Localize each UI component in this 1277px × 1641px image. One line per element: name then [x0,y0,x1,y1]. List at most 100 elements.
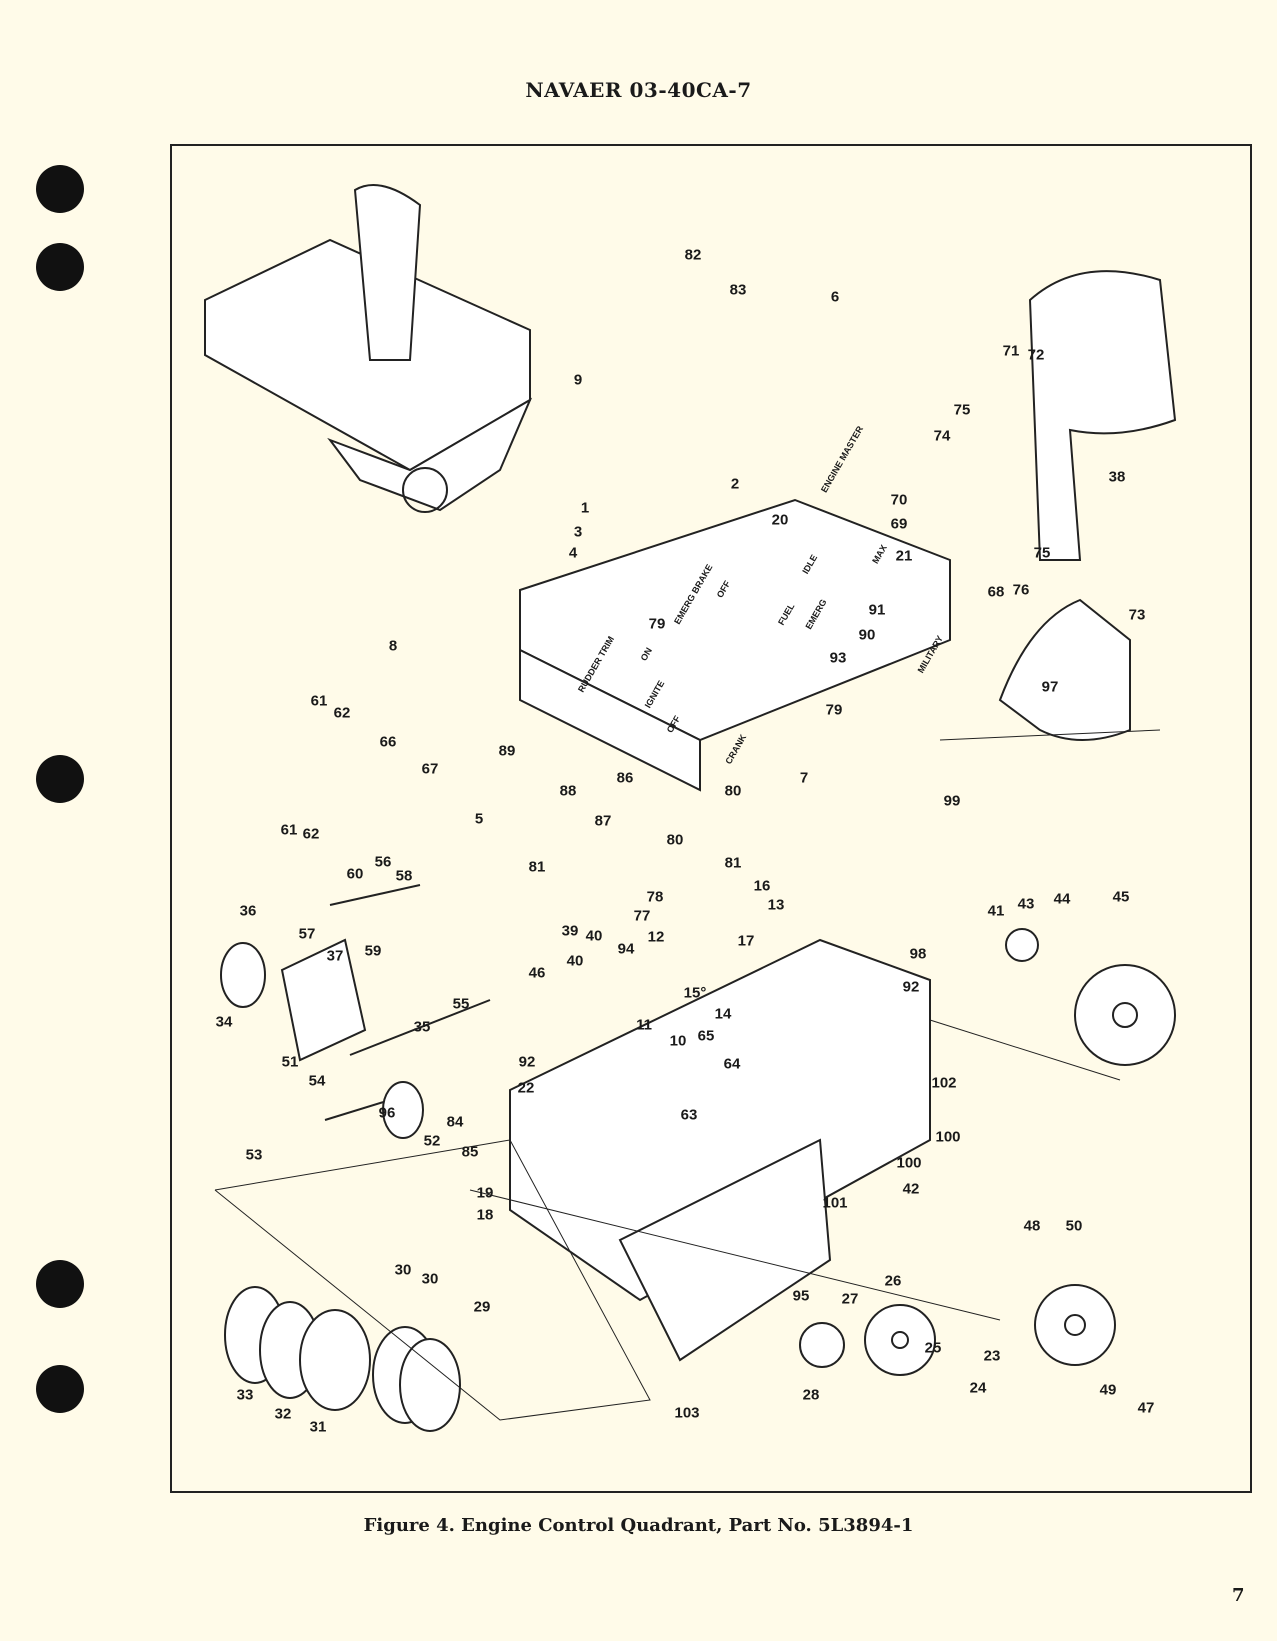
callout-1: 1 [580,499,590,517]
callout-32: 32 [274,1405,292,1423]
callout-14: 14 [714,1005,732,1023]
callout-40: 40 [566,952,584,970]
callout-48: 48 [1023,1217,1041,1235]
callout-62: 62 [333,704,351,722]
callout-92: 92 [902,978,920,996]
callout-95: 95 [792,1287,810,1305]
main-housing [509,938,931,1302]
callout-72: 72 [1027,346,1045,364]
callout-20: 20 [771,511,789,529]
figure-caption: Figure 4. Engine Control Quadrant, Part … [363,1515,914,1536]
callout-2: 2 [730,475,740,493]
callout-84: 84 [446,1113,464,1131]
assembled-quadrant-illustration [204,184,533,513]
callout-23: 23 [983,1347,1001,1365]
binder-hole [36,1260,84,1308]
callout-90: 90 [858,626,876,644]
callout-18: 18 [476,1206,494,1224]
binder-hole [36,1365,84,1413]
callout-41: 41 [987,902,1005,920]
callout-40: 40 [585,927,603,945]
callout-37: 37 [326,947,344,965]
callout-24: 24 [969,1379,987,1397]
callout-79: 79 [648,615,666,633]
callout-73: 73 [1128,606,1146,624]
callout-30: 30 [394,1261,412,1279]
page-number: 7 [1232,1585,1245,1606]
callout-35: 35 [413,1018,431,1036]
callout-66: 66 [379,733,397,751]
callout-75: 75 [953,401,971,419]
callout-83: 83 [729,281,747,299]
callout-81: 81 [528,858,546,876]
callout-103: 103 [674,1404,700,1422]
callout-17: 17 [737,932,755,950]
gear-45 [1074,964,1176,1066]
binder-hole [36,165,84,213]
callout-13: 13 [767,896,785,914]
callout-96: 96 [378,1104,396,1122]
callout-22: 22 [517,1079,535,1097]
callout-61: 61 [310,692,328,710]
callout-42: 42 [902,1180,920,1198]
callout-44: 44 [1053,890,1071,908]
callout-15-deg: 15° [683,984,707,1002]
callout-79: 79 [825,701,843,719]
binder-hole [36,755,84,803]
callout-82: 82 [684,246,702,264]
callout-77: 77 [633,907,651,925]
callout-25: 25 [924,1339,942,1357]
callout-26: 26 [884,1272,902,1290]
callout-47: 47 [1137,1399,1155,1417]
callout-51: 51 [281,1053,299,1071]
callout-6: 6 [830,288,840,306]
pulley-36 [220,942,266,1008]
callout-64: 64 [723,1055,741,1073]
callout-56: 56 [374,853,392,871]
callout-97: 97 [1041,678,1059,696]
callout-74: 74 [933,427,951,445]
callout-49: 49 [1099,1381,1117,1399]
callout-50: 50 [1065,1217,1083,1235]
callout-46: 46 [528,964,546,982]
callout-38: 38 [1108,468,1126,486]
callout-80: 80 [666,831,684,849]
callout-19: 19 [476,1184,494,1202]
callout-71: 71 [1002,342,1020,360]
callout-89: 89 [498,742,516,760]
callout-61: 61 [280,821,298,839]
callout-57: 57 [298,925,316,943]
callout-58: 58 [395,867,413,885]
callout-65: 65 [697,1027,715,1045]
callout-30: 30 [421,1270,439,1288]
callout-81: 81 [724,854,742,872]
callout-53: 53 [245,1146,263,1164]
callout-59: 59 [364,942,382,960]
callout-75: 75 [1033,544,1051,562]
callout-3: 3 [573,523,583,541]
callout-28: 28 [802,1386,820,1404]
callout-39: 39 [561,922,579,940]
callout-62: 62 [302,825,320,843]
callout-7: 7 [799,769,809,787]
callout-99: 99 [943,792,961,810]
callout-9: 9 [573,371,583,389]
callout-63: 63 [680,1106,698,1124]
callout-21: 21 [895,547,913,565]
callout-12: 12 [647,928,665,946]
callout-92: 92 [518,1053,536,1071]
callout-70: 70 [890,491,908,509]
callout-33: 33 [236,1386,254,1404]
callout-34: 34 [215,1013,233,1031]
callout-88: 88 [559,782,577,800]
callout-100: 100 [896,1154,922,1172]
throttle-lever-illustration [998,270,1177,741]
callout-27: 27 [841,1290,859,1308]
callout-31: 31 [309,1418,327,1436]
callout-60: 60 [346,865,364,883]
callout-85: 85 [461,1143,479,1161]
callout-94: 94 [617,940,635,958]
sleeve-37 [280,938,367,1062]
callout-93: 93 [829,649,847,667]
